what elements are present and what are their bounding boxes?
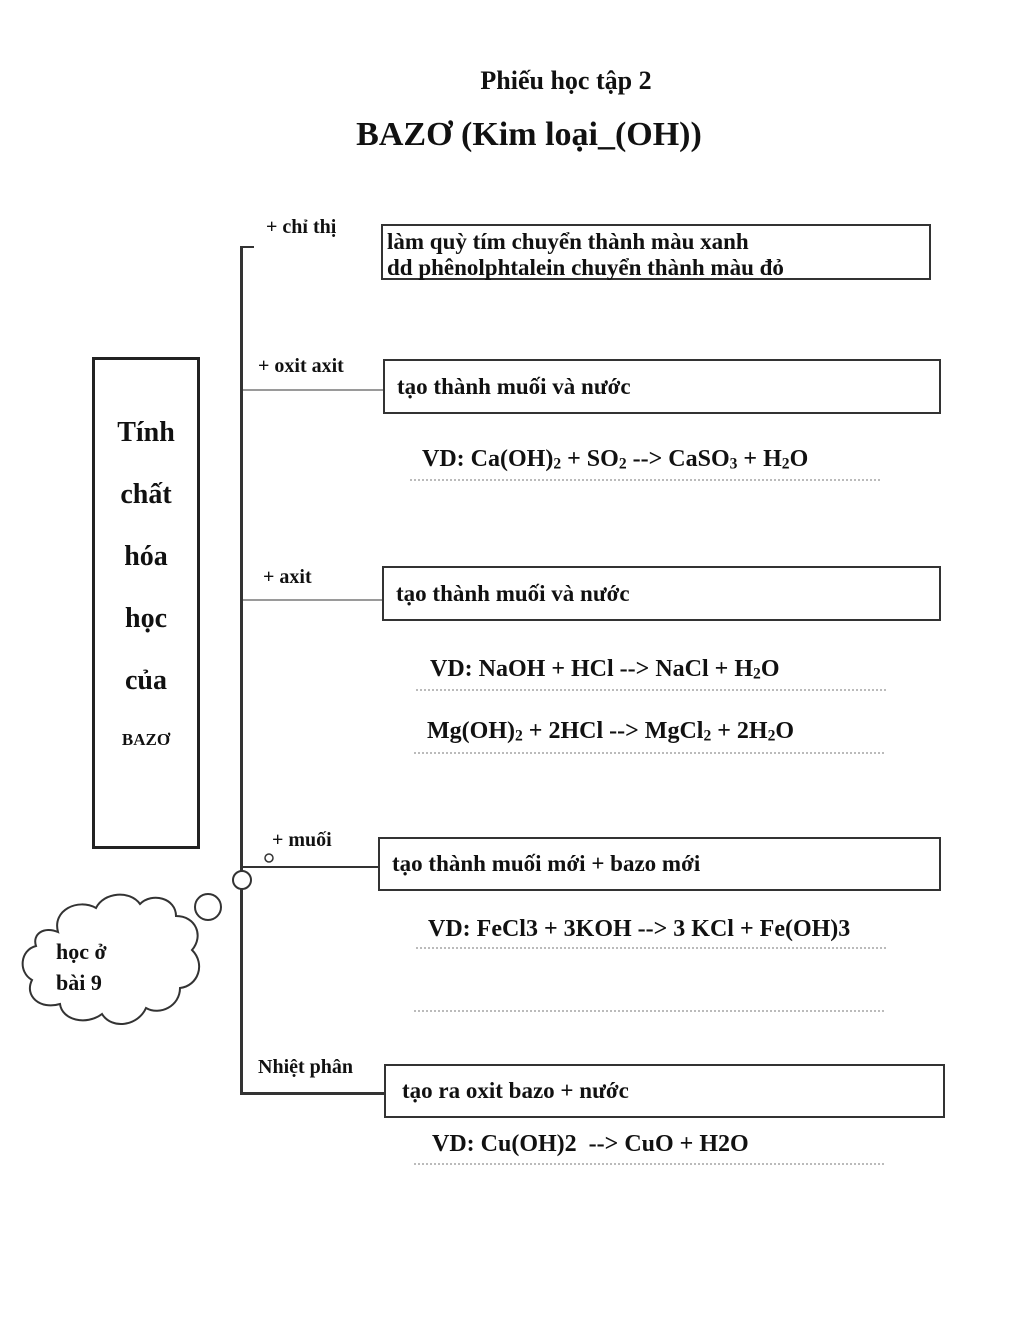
- left-box-word: chất: [120, 479, 172, 510]
- bracket-top-tick: [240, 246, 254, 248]
- eq-subscript: 2: [514, 727, 523, 745]
- example-acidic-oxide: VD: Ca(OH)2 + SO2 --> CaSO3 + H2O: [422, 446, 808, 473]
- eq-subscript: 3: [729, 455, 738, 473]
- eq-subscript: 2: [753, 665, 761, 683]
- branch-label-thermal: Nhiệt phân: [258, 1056, 354, 1078]
- left-box-word: của: [125, 665, 167, 696]
- result-text: tạo thành muối mới + bazo mới: [392, 851, 701, 876]
- example-acid-1: VD: NaOH + HCl --> NaCl + H2O: [430, 656, 779, 683]
- branch-label-salt: + muối: [272, 829, 332, 851]
- result-box-acidic-oxide: tạo thành muối và nước: [383, 359, 941, 414]
- result-text: tạo ra oxit bazo + nước: [402, 1078, 629, 1103]
- connector-axit: [243, 599, 383, 601]
- eq-part: + H: [737, 446, 782, 472]
- dotted-line: [414, 1163, 884, 1165]
- result-box-thermal: tạo ra oxit bazo + nước: [384, 1064, 945, 1118]
- eq-part: + SO: [561, 446, 619, 472]
- worksheet-title: Phiếu học tập 2: [480, 66, 652, 95]
- result-box-acid: tạo thành muối và nước: [382, 566, 941, 621]
- eq-part: + 2HCl --> MgCl: [522, 718, 704, 744]
- result-text: làm quỳ tím chuyển thành màu xanh: [387, 229, 749, 254]
- result-text: tạo thành muối và nước: [397, 373, 631, 399]
- result-text: dd phênolphtalein chuyển thành màu đỏ: [387, 255, 784, 280]
- dotted-line: [416, 947, 886, 949]
- left-box-word: Tính: [117, 417, 175, 448]
- chemical-properties-box: Tính chất hóa học của BAZƠ: [92, 357, 200, 849]
- bracket-vertical-line: [240, 246, 243, 1094]
- result-box-indicator: làm quỳ tím chuyển thành màu xanh dd phê…: [381, 224, 931, 280]
- eq-part: VD: Ca(OH): [422, 446, 554, 472]
- result-text: tạo thành muối và nước: [396, 580, 630, 606]
- dotted-line-empty: [414, 1010, 884, 1012]
- page-title: BAZƠ (Kim loại_(OH)): [356, 116, 702, 153]
- eq-subscript: 2: [767, 727, 776, 745]
- dotted-line: [410, 479, 880, 481]
- eq-subscript: 2: [781, 455, 790, 473]
- thought-dot-small: [264, 853, 274, 863]
- eq-part: O: [789, 446, 809, 472]
- eq-part: + 2H: [711, 718, 768, 744]
- example-acid-2: Mg(OH)2 + 2HCl --> MgCl2 + 2H2O: [427, 718, 794, 745]
- dotted-line: [414, 752, 884, 754]
- eq-part: --> CaSO: [626, 446, 730, 472]
- thought-bubble-line: bài 9: [56, 970, 102, 995]
- cloud-shape: [21, 893, 201, 1026]
- left-box-word: học: [125, 603, 167, 634]
- eq-part: O: [760, 656, 780, 682]
- eq-part: Mg(OH): [427, 718, 515, 744]
- connector-muoi: [243, 866, 378, 868]
- eq-part: O: [775, 718, 795, 744]
- connector-oxit-axit: [243, 389, 383, 391]
- left-box-word-bazo: BAZƠ: [121, 730, 171, 749]
- eq-part: VD: NaOH + HCl --> NaCl + H: [430, 656, 754, 682]
- eq-subscript: 2: [703, 727, 712, 745]
- thought-dot-large: [194, 893, 222, 921]
- connector-nhiet-phan: [240, 1092, 384, 1095]
- eq-subscript: 2: [618, 455, 627, 473]
- result-box-salt: tạo thành muối mới + bazo mới: [378, 837, 941, 891]
- thought-dot-medium: [232, 870, 252, 890]
- eq-subscript: 2: [553, 455, 562, 473]
- thought-bubble-line: học ở: [56, 939, 107, 964]
- thought-bubble: [21, 853, 274, 1026]
- branch-label-acid: + axit: [263, 566, 312, 588]
- branch-label-acidic-oxide: + oxit axit: [258, 355, 344, 377]
- example-salt: VD: FeCl3 + 3KOH --> 3 KCl + Fe(OH)3: [428, 916, 851, 942]
- thought-bubble-text: học ở bài 9: [56, 936, 107, 998]
- branch-label-indicator: + chỉ thị: [266, 216, 337, 238]
- dotted-line: [416, 689, 886, 691]
- left-box-word: hóa: [124, 541, 168, 572]
- example-thermal: VD: Cu(OH)2 --> CuO + H2O: [432, 1131, 749, 1157]
